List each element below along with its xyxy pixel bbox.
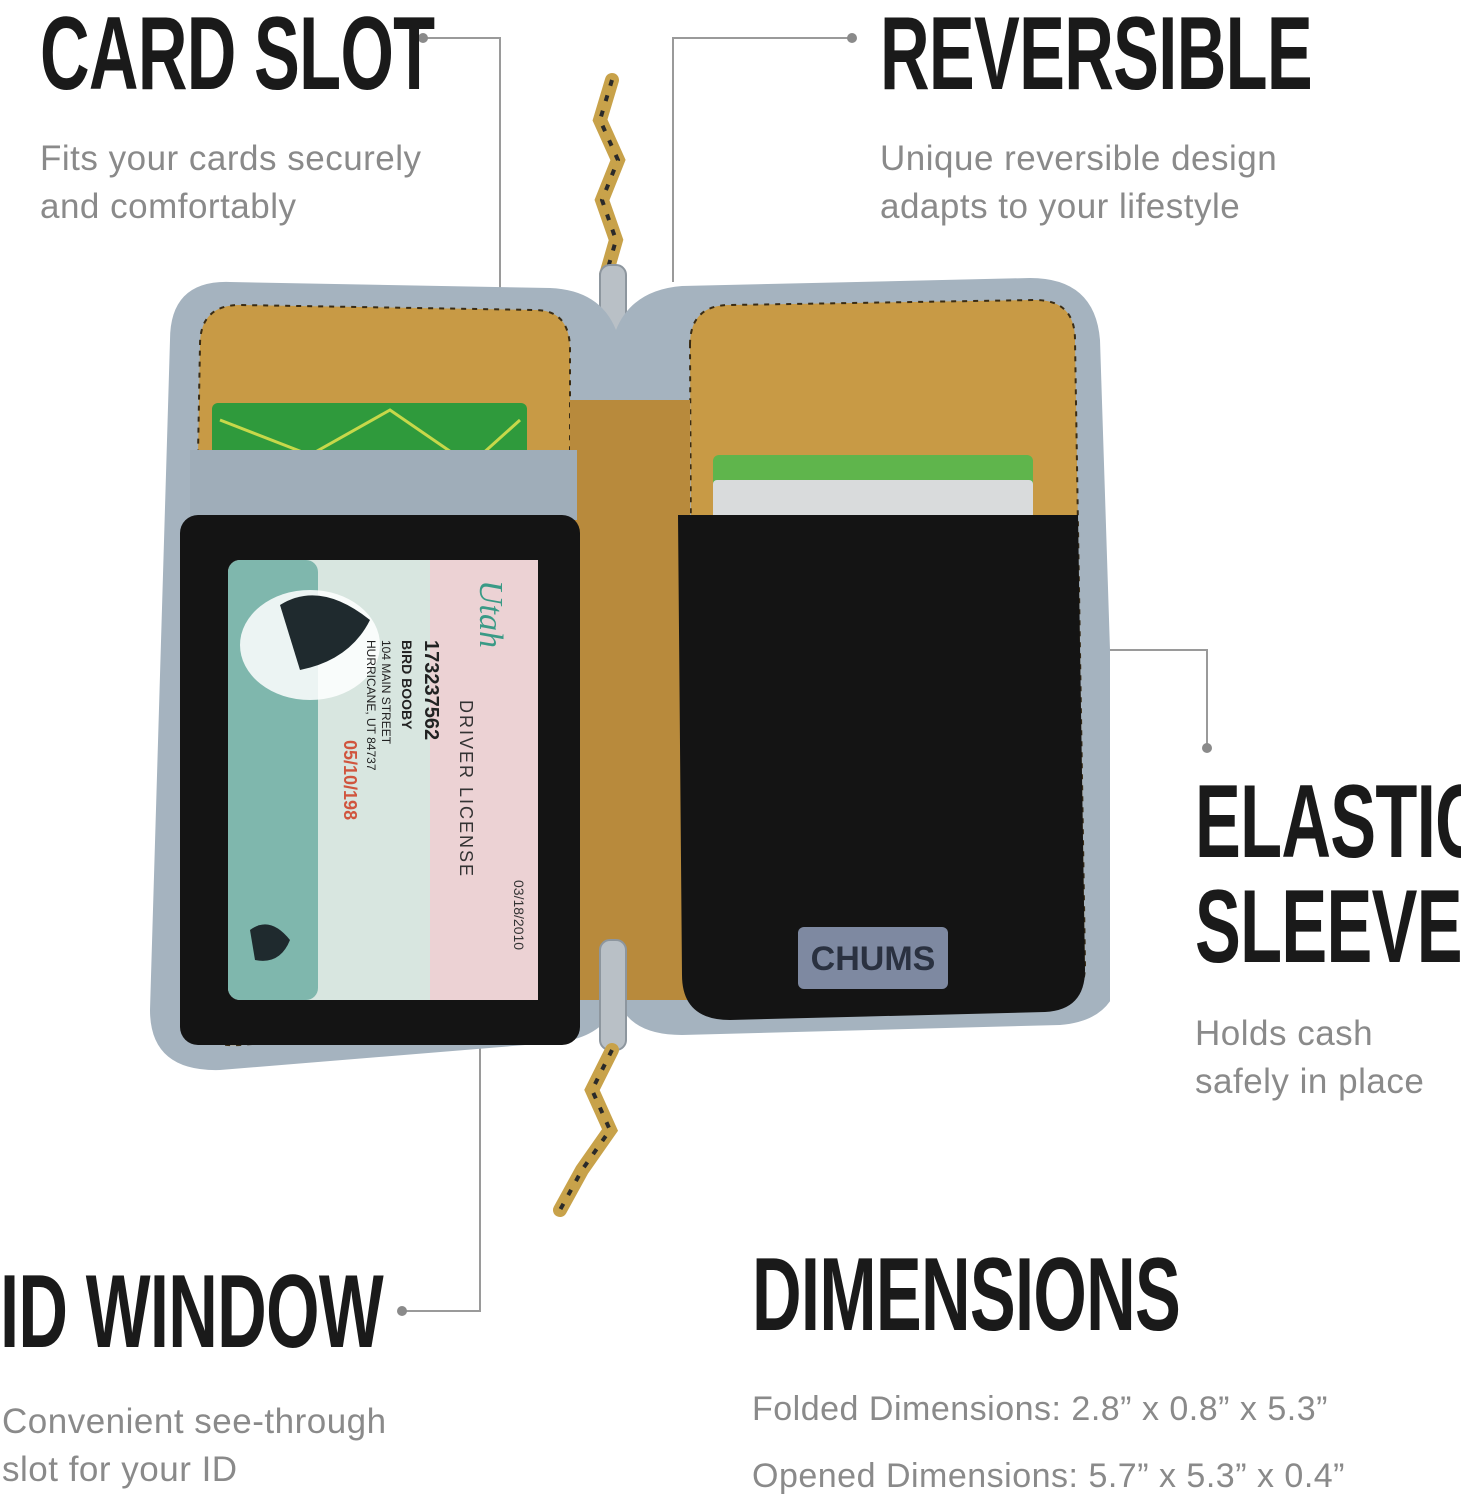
id-name-text: BIRD BOOBY [399,640,415,730]
dimensions-title: DIMENSIONS [752,1237,1181,1353]
id-dob-text: 05/10/198 [340,740,360,820]
id-window-title: ID WINDOW [0,1254,384,1370]
card-slot-title: CARD SLOT [40,0,435,112]
elastic-sleeve-desc-line1: Holds cash [1195,1014,1374,1053]
reversible-desc-line2: adapts to your lifestyle [880,187,1241,226]
id-window-desc-line2: slot for your ID [2,1450,238,1489]
card-slot-desc-line1: Fits your cards securely [40,139,422,178]
id-window-description: Convenient see-through slot for your ID [2,1398,387,1494]
id-address2-text: HURRICANE, UT 84737 [364,640,378,771]
card-slot-description: Fits your cards securely and comfortably [40,135,422,231]
wallet-product-image: Utah DRIVER LICENSE 173237562 BIRD BOOBY… [150,73,1110,1217]
reversible-leader [672,37,852,282]
id-license-type-text: DRIVER LICENSE [456,700,476,878]
card-slot-band [190,450,577,520]
id-window-desc-line1: Convenient see-through [2,1402,387,1441]
elastic-sleeve-dot [1202,743,1212,753]
dimensions-folded: Folded Dimensions: 2.8” x 0.8” x 5.3” [752,1390,1328,1428]
elastic-sleeve-pocket [678,515,1085,1020]
bottom-zipper-pull [553,939,627,1217]
elastic-sleeve-title-line1: ELASTIC [1195,764,1461,880]
id-state-text: Utah [472,580,509,648]
id-window-dot [397,1306,407,1316]
brand-patch [798,927,948,989]
card-slot-desc-line2: and comfortably [40,187,297,226]
reversible-description: Unique reversible design adapts to your … [880,135,1277,231]
elastic-sleeve-title-line2: SLEEVE [1195,869,1461,985]
elastic-sleeve-desc-line2: safely in place [1195,1062,1425,1101]
id-address-text: 104 MAIN STREET [379,640,393,745]
elastic-sleeve-description: Holds cash safely in place [1195,1010,1424,1106]
reversible-dot [847,33,857,43]
reversible-desc-line1: Unique reversible design [880,139,1278,178]
id-window-leader [402,955,481,1312]
id-window-card: Utah DRIVER LICENSE 173237562 BIRD BOOBY… [228,560,538,1000]
id-number-text: 173237562 [420,640,442,740]
dimensions-opened: Opened Dimensions: 5.7” x 5.3” x 0.4” [752,1457,1345,1495]
spine [570,400,690,1000]
brand-label: CHUMS [811,940,936,978]
card-slot-dot [418,33,428,43]
reversible-title: REVERSIBLE [880,0,1313,112]
id-issue-date-text: 03/18/2010 [511,880,527,950]
